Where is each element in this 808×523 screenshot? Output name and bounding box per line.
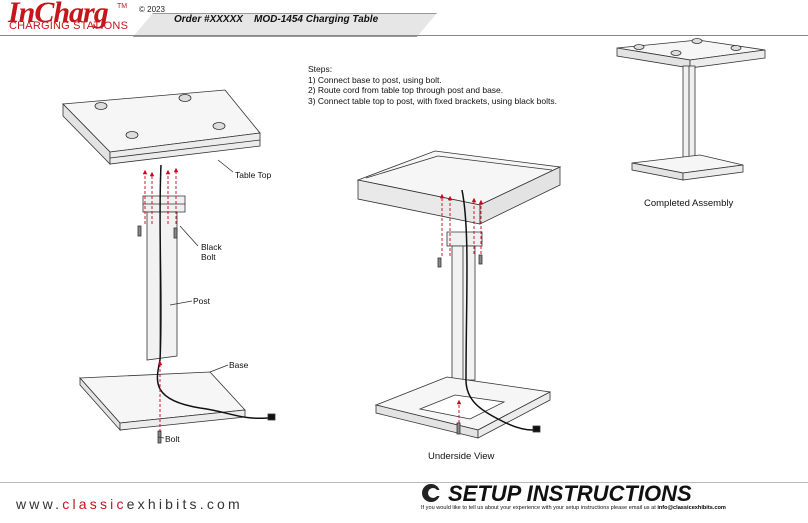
label-black-bolt-line2: Bolt [201, 252, 216, 262]
steps-title: Steps: [308, 64, 333, 74]
website-url[interactable]: www.classicexhibits.com [16, 496, 243, 512]
incharg-logo: InCharg [8, 0, 109, 29]
setup-instructions-title: SETUP INSTRUCTIONS [448, 481, 692, 506]
steps-list: Steps: 1) Connect base to post, using bo… [308, 64, 557, 106]
step-2: 2) Route cord from table top through pos… [308, 85, 504, 95]
feedback-email[interactable]: info@classicexhibits.com [657, 505, 726, 511]
step-1: 1) Connect base to post, using bolt. [308, 74, 442, 85]
order-title: Order #XXXXX MOD-1454 Charging Table [174, 14, 379, 25]
label-completed-assembly: Completed Assembly [644, 198, 734, 209]
step-3: 3) Connect table top to post, with fixed… [308, 95, 557, 106]
completed-assembly [616, 38, 766, 181]
copyright: © 2023 [139, 5, 165, 14]
label-base: Base [229, 360, 249, 370]
label-bolt: Bolt [165, 434, 180, 444]
underside-view [356, 150, 562, 439]
logo-trademark: TM [117, 3, 128, 10]
footer-divider [0, 482, 808, 483]
setup-feedback-note: If you would like to tell us about your … [421, 505, 726, 511]
logo-subtitle: CHARGING STATIONS [9, 20, 129, 32]
classic-c-logo [422, 484, 440, 502]
label-table-top: Table Top [235, 170, 272, 180]
label-post: Post [193, 296, 211, 306]
exploded-view [62, 89, 276, 444]
label-underside-view: Underside View [428, 451, 495, 462]
header-divider [0, 35, 808, 36]
label-black-bolt-line1: Black [201, 242, 222, 252]
